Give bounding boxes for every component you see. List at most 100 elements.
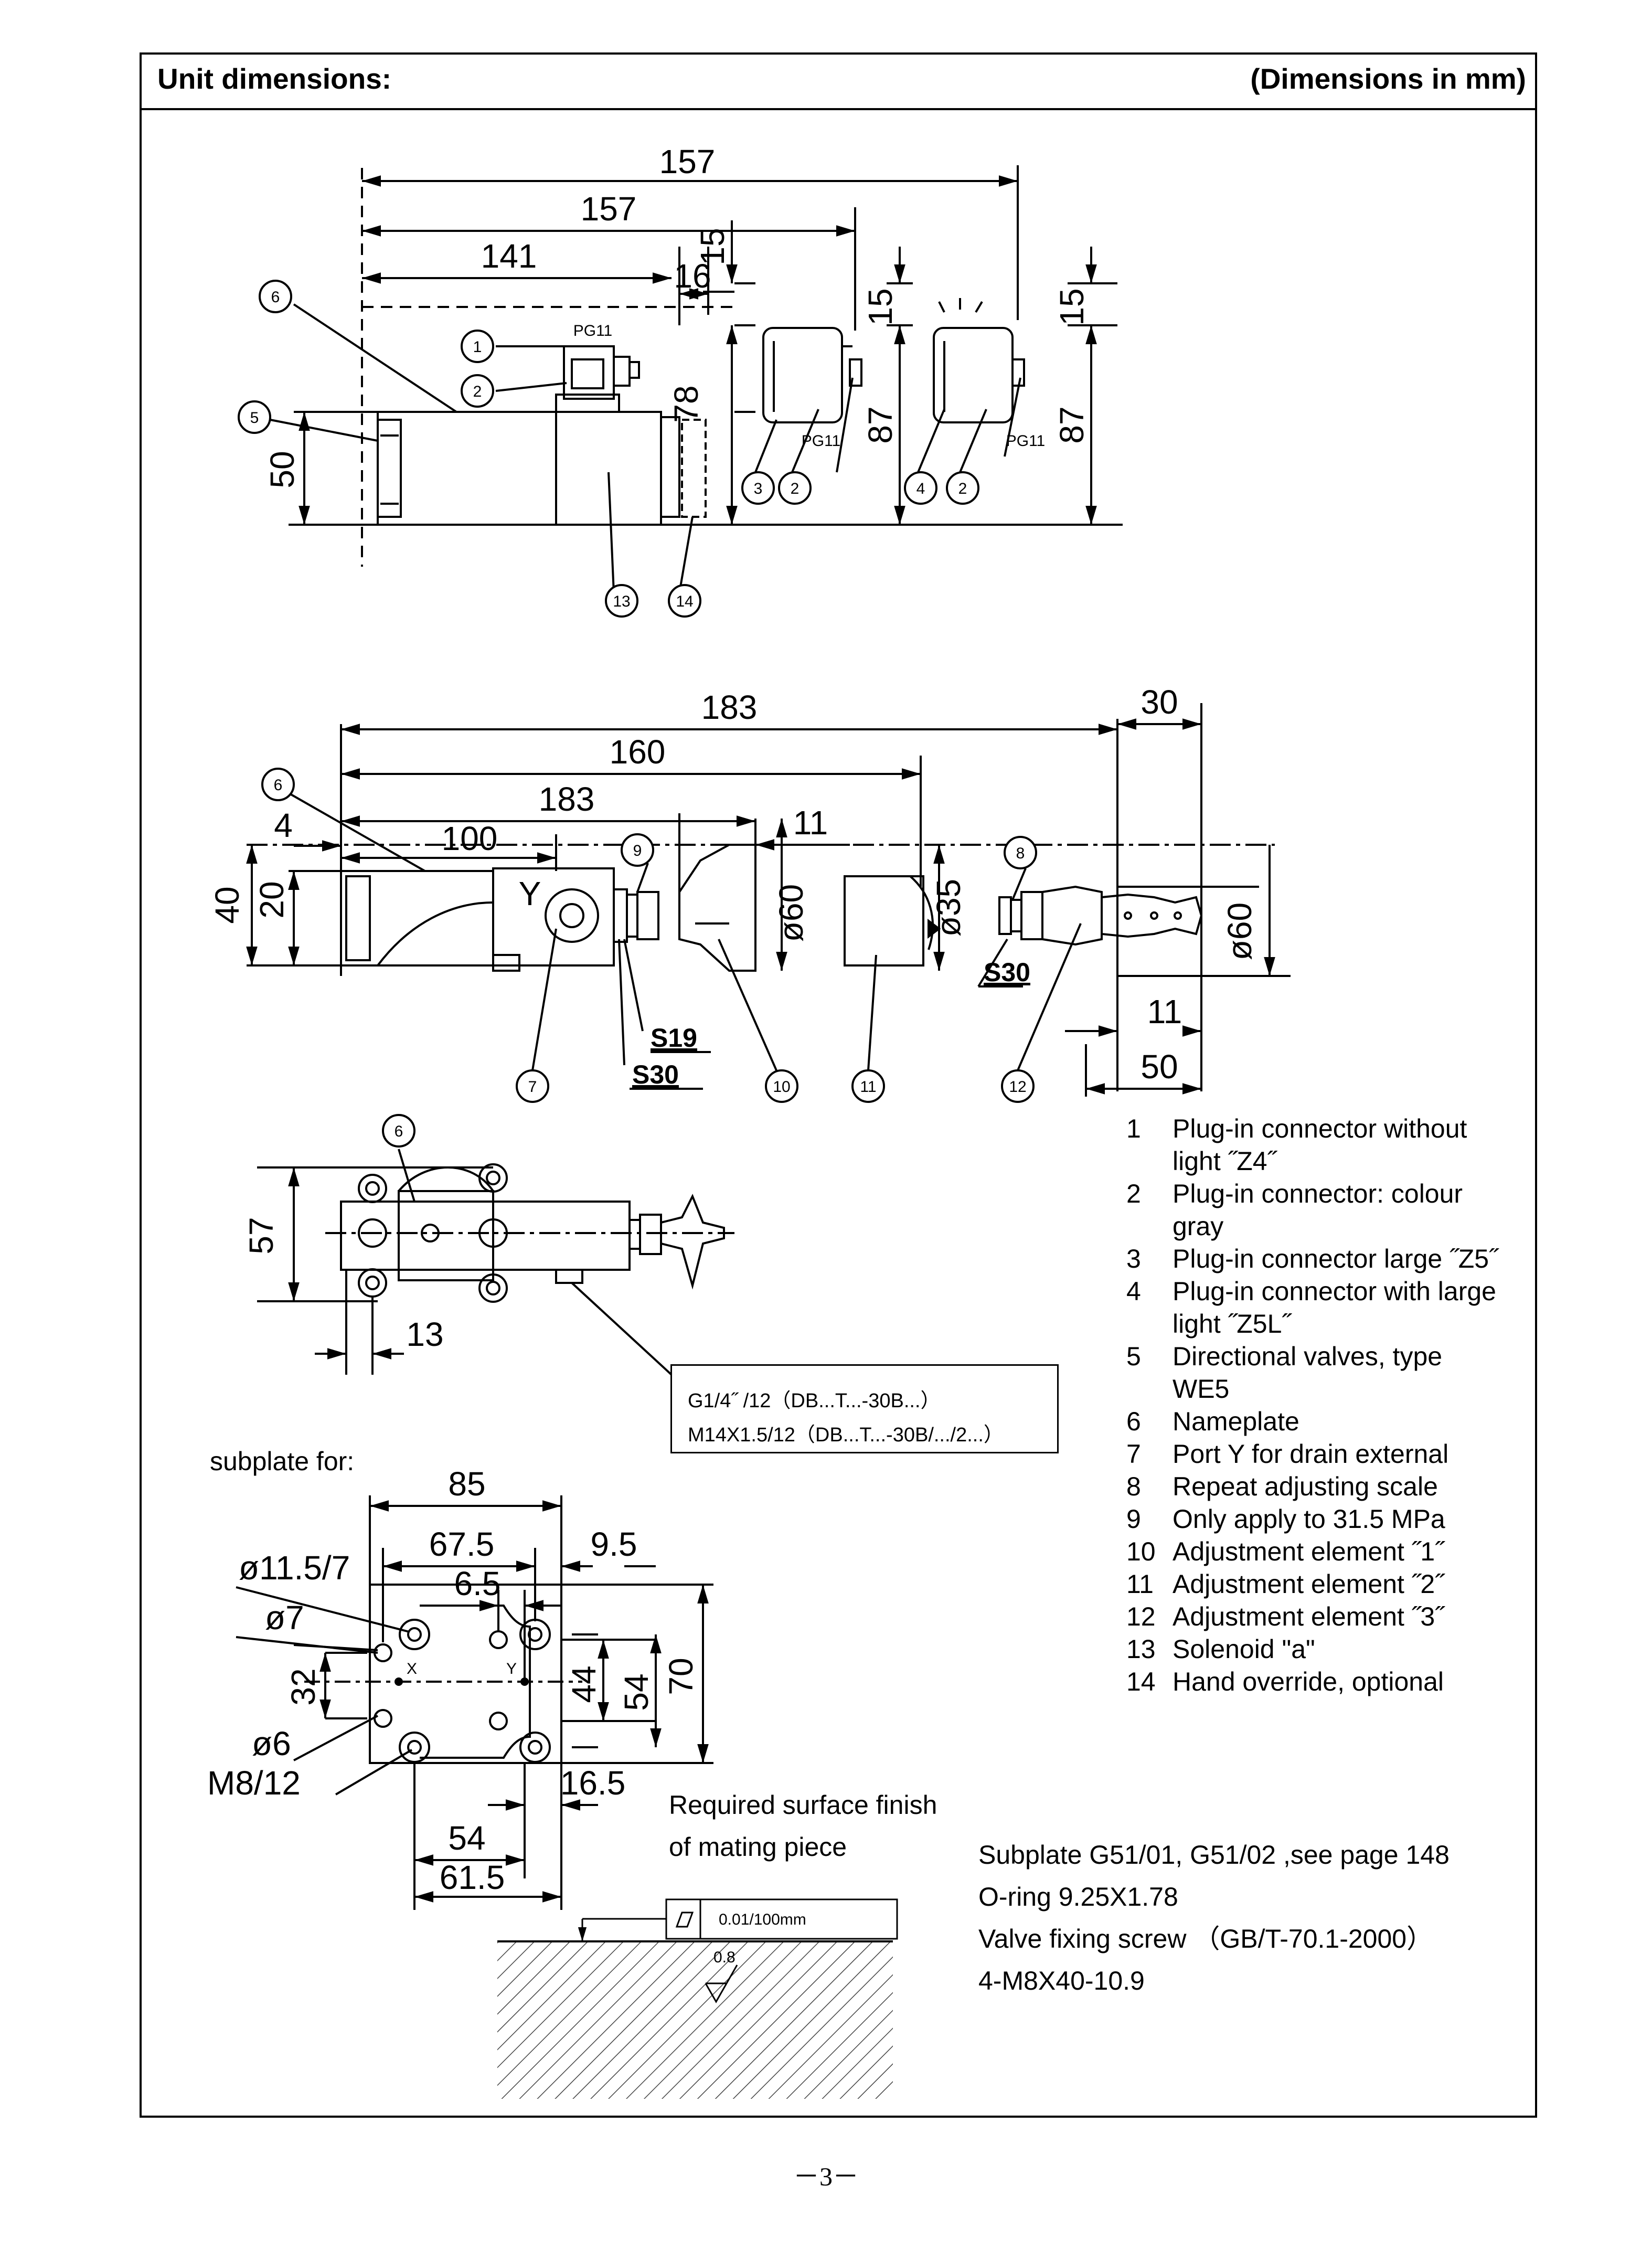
balloon-13-v1: 13 bbox=[613, 593, 630, 610]
mounting-note-4: 4-M8X40-10.9 bbox=[978, 1966, 1145, 1995]
surface-finish-line-2: of mating piece bbox=[669, 1832, 847, 1862]
port-y-label-subplate: Y bbox=[506, 1660, 517, 1677]
legend-number: 4 bbox=[1126, 1277, 1141, 1306]
dim-4: 4 bbox=[274, 806, 293, 844]
legend-item: 12 Adjustment element ˝3˝ bbox=[1120, 1600, 1503, 1633]
pg11-label-1: PG11 bbox=[573, 322, 613, 339]
dim-61-5: 61.5 bbox=[440, 1858, 505, 1896]
dim-dia-7: ø7 bbox=[265, 1599, 304, 1637]
legend-number: 10 bbox=[1126, 1537, 1156, 1566]
dim-15-c: 15 bbox=[1053, 288, 1091, 325]
page-number: －3－ bbox=[793, 2162, 859, 2191]
balloon-11-v2: 11 bbox=[860, 1078, 876, 1096]
dim-57: 57 bbox=[242, 1217, 280, 1254]
dim-dia-11-5-7: ø11.5/7 bbox=[239, 1549, 350, 1587]
dim-16: 16 bbox=[674, 257, 711, 295]
dim-54-h: 54 bbox=[448, 1819, 485, 1857]
dim-85: 85 bbox=[448, 1465, 485, 1503]
dim-44: 44 bbox=[565, 1665, 603, 1703]
legend-text: Port Y for drain external bbox=[1173, 1439, 1449, 1469]
dim-20: 20 bbox=[253, 881, 291, 918]
dim-160: 160 bbox=[610, 733, 666, 771]
dim-32: 32 bbox=[284, 1668, 322, 1705]
dim-70: 70 bbox=[662, 1658, 700, 1695]
dim-15-a: 15 bbox=[694, 228, 731, 265]
port-thread-line-2: M14X1.5/12（DB...T...-30B/.../2...） bbox=[688, 1424, 1004, 1446]
flatness-tolerance: 0.01/100mm bbox=[719, 1911, 806, 1928]
section-title: Unit dimensions: bbox=[157, 62, 392, 95]
view-2-elevation bbox=[246, 703, 1291, 1097]
dim-87-b: 87 bbox=[1053, 406, 1091, 443]
dim-6-5: 6.5 bbox=[454, 1565, 501, 1602]
balloon-14-v1: 14 bbox=[676, 593, 693, 610]
dim-54-v: 54 bbox=[617, 1673, 655, 1711]
legend-item: 4 Plug-in connector with large light ˝Z5L… bbox=[1120, 1275, 1503, 1340]
balloon-6-v3: 6 bbox=[395, 1123, 403, 1140]
legend-number: 12 bbox=[1126, 1602, 1156, 1631]
dim-78: 78 bbox=[667, 385, 705, 422]
legend-number: 8 bbox=[1126, 1472, 1141, 1501]
legend-number: 3 bbox=[1126, 1244, 1141, 1273]
thread-m8-12: M8/12 bbox=[207, 1764, 301, 1802]
legend-number: 11 bbox=[1126, 1569, 1154, 1599]
balloon-12-v2: 12 bbox=[1009, 1078, 1026, 1096]
subplate-drawing bbox=[236, 1495, 713, 1910]
legend-text: Only apply to 31.5 MPa bbox=[1173, 1504, 1445, 1534]
dim-16-5: 16.5 bbox=[560, 1764, 626, 1802]
dim-11-a: 11 bbox=[793, 804, 828, 842]
legend-text: Plug-in connector: colour gray bbox=[1173, 1179, 1463, 1241]
dim-40: 40 bbox=[208, 886, 246, 923]
legend-text: Plug-in connector large ˝Z5˝ bbox=[1173, 1244, 1498, 1273]
balloon-9-v2: 9 bbox=[633, 842, 642, 859]
legend-item: 9 Only apply to 31.5 MPa bbox=[1120, 1503, 1503, 1535]
pg11-label-2: PG11 bbox=[802, 432, 841, 450]
wrench-size-s30-b: S30 bbox=[984, 958, 1030, 987]
mounting-note-3: Valve fixing screw （GB/T-70.1-2000） bbox=[978, 1924, 1433, 1953]
page-frame bbox=[140, 52, 1537, 2118]
dim-183-b: 183 bbox=[539, 780, 595, 818]
balloon-2c-v1: 2 bbox=[958, 480, 967, 497]
legend-text: Plug-in connector with large light ˝Z5L˝ bbox=[1173, 1277, 1496, 1339]
legend-number: 5 bbox=[1126, 1342, 1141, 1371]
balloon-3-v1: 3 bbox=[754, 480, 763, 497]
dim-183-a: 183 bbox=[701, 688, 758, 726]
balloon-8-v2: 8 bbox=[1016, 845, 1025, 862]
dim-dia-60-a: ø60 bbox=[772, 884, 810, 942]
view-1-elevation bbox=[270, 165, 1123, 593]
balloon-4-v1: 4 bbox=[916, 480, 925, 497]
surface-finish-symbol bbox=[497, 1898, 898, 2099]
legend-number: 9 bbox=[1126, 1504, 1141, 1534]
dim-9-5: 9.5 bbox=[591, 1525, 637, 1563]
balloon-1-v1: 1 bbox=[473, 338, 482, 356]
legend-item: 5 Directional valves, type WE5 bbox=[1120, 1340, 1503, 1405]
legend-text: Adjustment element ˝3˝ bbox=[1173, 1602, 1444, 1631]
surface-finish-line-1: Required surface finish bbox=[669, 1790, 937, 1820]
port-x-label: X bbox=[407, 1660, 417, 1677]
dim-141: 141 bbox=[481, 237, 537, 275]
header-divider bbox=[140, 108, 1537, 110]
balloon-6-v2: 6 bbox=[274, 777, 283, 794]
legend-item: 3 Plug-in connector large ˝Z5˝ bbox=[1120, 1242, 1503, 1275]
dim-13: 13 bbox=[406, 1315, 443, 1353]
dim-50: 50 bbox=[1141, 1048, 1178, 1086]
pg11-label-3: PG11 bbox=[1006, 432, 1046, 450]
dim-50: 50 bbox=[263, 451, 301, 488]
subplate-label: subplate for: bbox=[210, 1447, 355, 1476]
wrench-size-s19: S19 bbox=[651, 1023, 697, 1053]
legend-text: Repeat adjusting scale bbox=[1173, 1472, 1438, 1501]
dim-dia-6: ø6 bbox=[252, 1725, 291, 1762]
roughness-value: 0.8 bbox=[713, 1949, 736, 1966]
dim-100: 100 bbox=[442, 820, 498, 857]
legend-text: Nameplate bbox=[1173, 1407, 1299, 1436]
legend-text: Directional valves, type WE5 bbox=[1173, 1342, 1443, 1404]
dim-dia-35: ø35 bbox=[930, 879, 967, 937]
legend-text: Solenoid "a" bbox=[1173, 1634, 1315, 1664]
